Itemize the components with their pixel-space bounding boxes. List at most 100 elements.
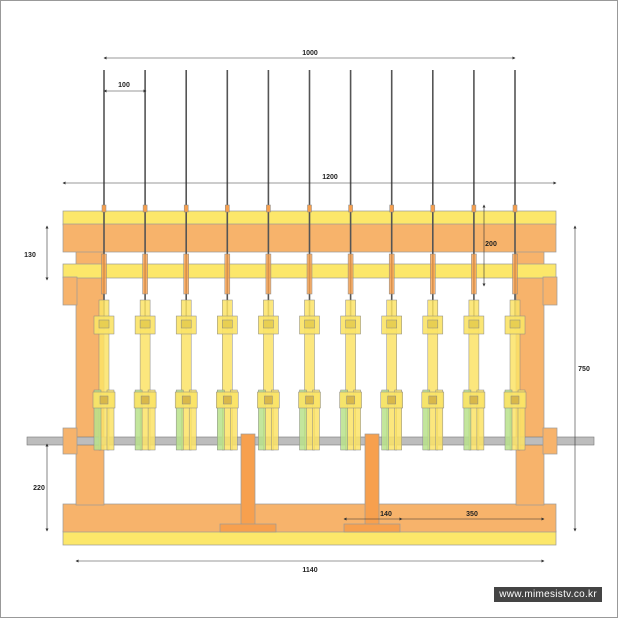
- clevis-pin-block: [139, 319, 151, 329]
- dim-rail-gap: 130: [24, 252, 36, 259]
- dim-overall-rod-span: 1000: [302, 50, 318, 57]
- lower-arm-right: [517, 389, 526, 451]
- joint-inner: [510, 395, 520, 405]
- support-post-right: [364, 433, 380, 527]
- support-foot-left: [219, 523, 277, 533]
- lower-arm-left: [93, 389, 102, 451]
- joint-inner: [387, 395, 396, 405]
- joint-inner: [428, 395, 438, 405]
- dimension-lines: [45, 56, 577, 563]
- clevis-pin-block: [386, 319, 397, 329]
- upper-arm: [263, 299, 274, 451]
- joint-inner: [346, 395, 355, 405]
- lower-arm-right: [106, 389, 115, 451]
- rod-guide: [101, 253, 107, 295]
- linkage-unit: [339, 299, 362, 451]
- lower-arm-right: [476, 389, 485, 451]
- clevis-pin-block: [222, 319, 233, 329]
- linkage-unit: [216, 299, 239, 451]
- lower-arm-right: [271, 389, 279, 451]
- upper-arm: [345, 299, 356, 451]
- dim-frame-height: 750: [578, 366, 590, 373]
- clevis-pin-block: [180, 319, 192, 329]
- rod-collar: [348, 204, 353, 213]
- clevis-pin-block: [98, 319, 110, 329]
- lower-arm-left: [340, 389, 348, 451]
- lower-arm-left: [504, 389, 513, 451]
- linkage-unit: [380, 299, 403, 451]
- dim-base-width: 1140: [302, 567, 317, 574]
- rod-collar: [512, 204, 518, 213]
- lower-arm-left: [422, 389, 431, 451]
- linkage-unit: [462, 299, 486, 451]
- rod-guide: [388, 253, 395, 295]
- clevis-pin-block: [345, 319, 356, 329]
- dim-post-offset: 350: [466, 511, 478, 518]
- support-post-left: [240, 433, 256, 527]
- lower-arm-right: [394, 389, 402, 451]
- rod-collar: [266, 204, 271, 213]
- rod-collar: [142, 204, 148, 213]
- linkage-unit: [503, 299, 527, 451]
- middle-beam-left: [62, 276, 78, 306]
- clevis-pin-block: [509, 319, 521, 329]
- upper-arm: [139, 299, 151, 451]
- lower-arm-right: [435, 389, 444, 451]
- lower-arm-left: [175, 389, 184, 451]
- lower-arm-left: [463, 389, 472, 451]
- upper-arm: [509, 299, 521, 451]
- rod-guide: [471, 253, 477, 295]
- middle-beam-right: [542, 276, 558, 306]
- dim-rod-drop: 200: [485, 241, 497, 248]
- clevis-pin-block: [427, 319, 439, 329]
- joint-inner: [181, 395, 191, 405]
- dim-post-width: 140: [380, 511, 392, 518]
- clevis-pin-block: [468, 319, 480, 329]
- linkage-unit: [174, 299, 198, 451]
- rod-guide: [142, 253, 148, 295]
- lower-arm-right: [147, 389, 156, 451]
- rod-collar: [307, 204, 312, 213]
- rod-guide: [306, 253, 313, 295]
- support-foot-right: [343, 523, 401, 533]
- rod-collar: [225, 204, 230, 213]
- joint-inner: [140, 395, 150, 405]
- lower-arm-left: [134, 389, 143, 451]
- lower-arm-left: [217, 389, 225, 451]
- lower-arm-left: [258, 389, 266, 451]
- rod-collar: [430, 204, 436, 213]
- linkage-unit: [257, 299, 280, 451]
- linkage-unit: [421, 299, 445, 451]
- lower-arm-right: [353, 389, 361, 451]
- joint-inner: [264, 395, 273, 405]
- joint-inner: [305, 395, 314, 405]
- rod-guide: [347, 253, 354, 295]
- upper-arm: [468, 299, 480, 451]
- rod-guide: [224, 253, 231, 295]
- upper-arm: [222, 299, 233, 451]
- lower-arm-right: [188, 389, 197, 451]
- upper-arm: [98, 299, 110, 451]
- rod-guide: [183, 253, 189, 295]
- bottom-beam: [62, 503, 557, 533]
- joint-inner: [223, 395, 232, 405]
- shaft-bearing-left: [62, 427, 78, 455]
- upper-arm: [386, 299, 397, 451]
- upper-arm: [427, 299, 439, 451]
- rod-collar: [389, 204, 394, 213]
- rod-collar: [471, 204, 477, 213]
- joint-inner: [99, 395, 109, 405]
- watermark: www.mimesistv.co.kr: [494, 587, 602, 602]
- lower-arm-right: [230, 389, 238, 451]
- joint-inner: [469, 395, 479, 405]
- rod-guide: [430, 253, 436, 295]
- upper-arm: [304, 299, 315, 451]
- rod-collar: [101, 204, 107, 213]
- lower-arm-right: [312, 389, 320, 451]
- base-rail: [62, 530, 557, 546]
- clevis-pin-block: [263, 319, 274, 329]
- dim-bottom-offset: 220: [33, 485, 45, 492]
- upper-arm: [180, 299, 192, 451]
